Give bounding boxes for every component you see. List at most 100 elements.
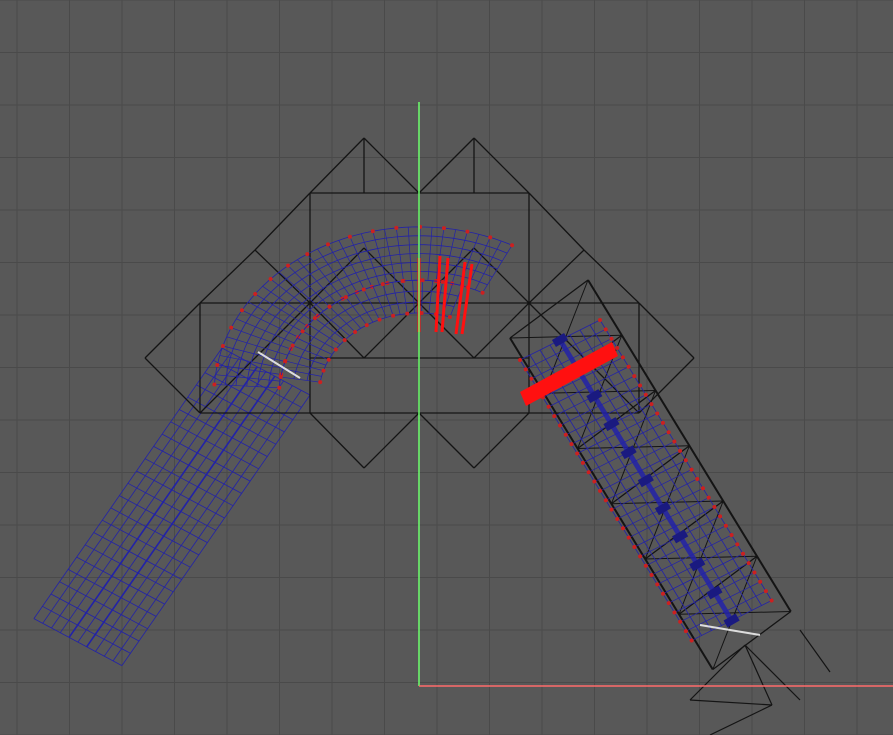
cage-edge: [528, 302, 585, 359]
vertex: [290, 343, 295, 348]
vertex: [598, 488, 603, 493]
tube-wire: [214, 226, 513, 385]
dense-face: [654, 501, 672, 516]
tube-wire: [235, 244, 503, 386]
unbent-tube-mesh[interactable]: [33, 347, 311, 666]
tube-ring: [582, 422, 664, 464]
cage-edge: [709, 704, 773, 735]
lattice-cage[interactable]: [144, 137, 831, 735]
vertex: [321, 368, 326, 373]
vertex: [615, 346, 620, 351]
tube-ring: [559, 385, 641, 426]
tube-ring: [288, 352, 326, 366]
vertex: [615, 516, 620, 521]
cage-edge: [199, 249, 256, 304]
vertex: [440, 279, 445, 284]
tube-ring: [119, 495, 208, 543]
cage-edge: [744, 644, 801, 701]
tube-ring: [33, 618, 123, 666]
vertex: [364, 323, 369, 328]
vertex: [546, 404, 551, 409]
vertex: [735, 542, 740, 547]
vertex: [638, 383, 643, 388]
vertex: [592, 479, 597, 484]
vertex: [278, 375, 283, 380]
vertex: [672, 439, 677, 444]
cage-edge: [799, 629, 831, 673]
vertex: [325, 242, 330, 247]
vertex: [400, 278, 405, 283]
bent-tube-mesh[interactable]: [212, 224, 774, 643]
cage-edge: [473, 137, 530, 194]
tube-ring: [321, 311, 350, 337]
tube-ring: [548, 366, 629, 408]
cage-edge: [418, 137, 475, 194]
vertex: [312, 316, 317, 321]
tube-wire: [268, 271, 488, 388]
cage-edge: [473, 412, 530, 469]
tube-ring: [329, 306, 356, 333]
vertex: [609, 336, 614, 341]
tube-ring: [392, 282, 401, 315]
vertex: [465, 229, 470, 234]
tube-ring: [594, 441, 675, 482]
cage-edge: [528, 192, 585, 251]
vertex: [220, 344, 225, 349]
vertex: [752, 570, 757, 575]
dense-face: [672, 529, 689, 544]
vertex: [741, 551, 745, 556]
vertex: [563, 432, 568, 437]
vertex: [626, 364, 631, 369]
dense-face: [551, 333, 569, 347]
vertex: [718, 514, 723, 519]
vertex: [580, 460, 585, 465]
vertex: [769, 598, 774, 603]
vertex: [649, 573, 654, 578]
tube-ring: [161, 433, 251, 482]
tube-wire: [293, 290, 459, 379]
vertex: [353, 329, 358, 334]
cage-edge: [638, 357, 695, 414]
cage-edge: [309, 412, 365, 469]
vertex: [523, 367, 528, 372]
vertex: [318, 380, 323, 385]
world-axes: [418, 102, 893, 687]
tube-ring: [221, 347, 311, 396]
vertex: [529, 376, 534, 381]
vertex: [723, 523, 728, 528]
cage-edge: [689, 699, 773, 706]
tube-ring: [645, 525, 726, 567]
selected-edge: [460, 263, 474, 335]
vertex: [518, 358, 522, 362]
tube-ring: [628, 497, 709, 538]
tube-ring: [412, 280, 415, 314]
vertex: [643, 392, 648, 397]
vertex: [480, 290, 485, 295]
dense-face: [689, 557, 706, 572]
vertex: [380, 282, 385, 287]
vertex: [447, 315, 452, 320]
tube-ring: [565, 394, 646, 436]
tube-ring: [308, 324, 341, 345]
tube-ring: [110, 507, 200, 556]
vertex: [441, 226, 446, 231]
tube-ring: [144, 458, 234, 507]
cage-edge: [583, 249, 640, 304]
vertex: [638, 554, 643, 559]
vertex: [620, 526, 625, 531]
cage-edge: [509, 279, 589, 339]
tube-ring: [196, 384, 285, 433]
tube-ring: [482, 245, 513, 293]
tube-ring: [93, 532, 182, 580]
tube-ring: [372, 286, 387, 318]
tube-ring: [382, 284, 394, 316]
cage-edge: [638, 302, 695, 359]
tube-ring: [617, 478, 698, 520]
dense-face: [723, 613, 740, 628]
tube-ring: [204, 372, 294, 420]
vertex: [661, 591, 665, 596]
vertex: [586, 470, 591, 475]
